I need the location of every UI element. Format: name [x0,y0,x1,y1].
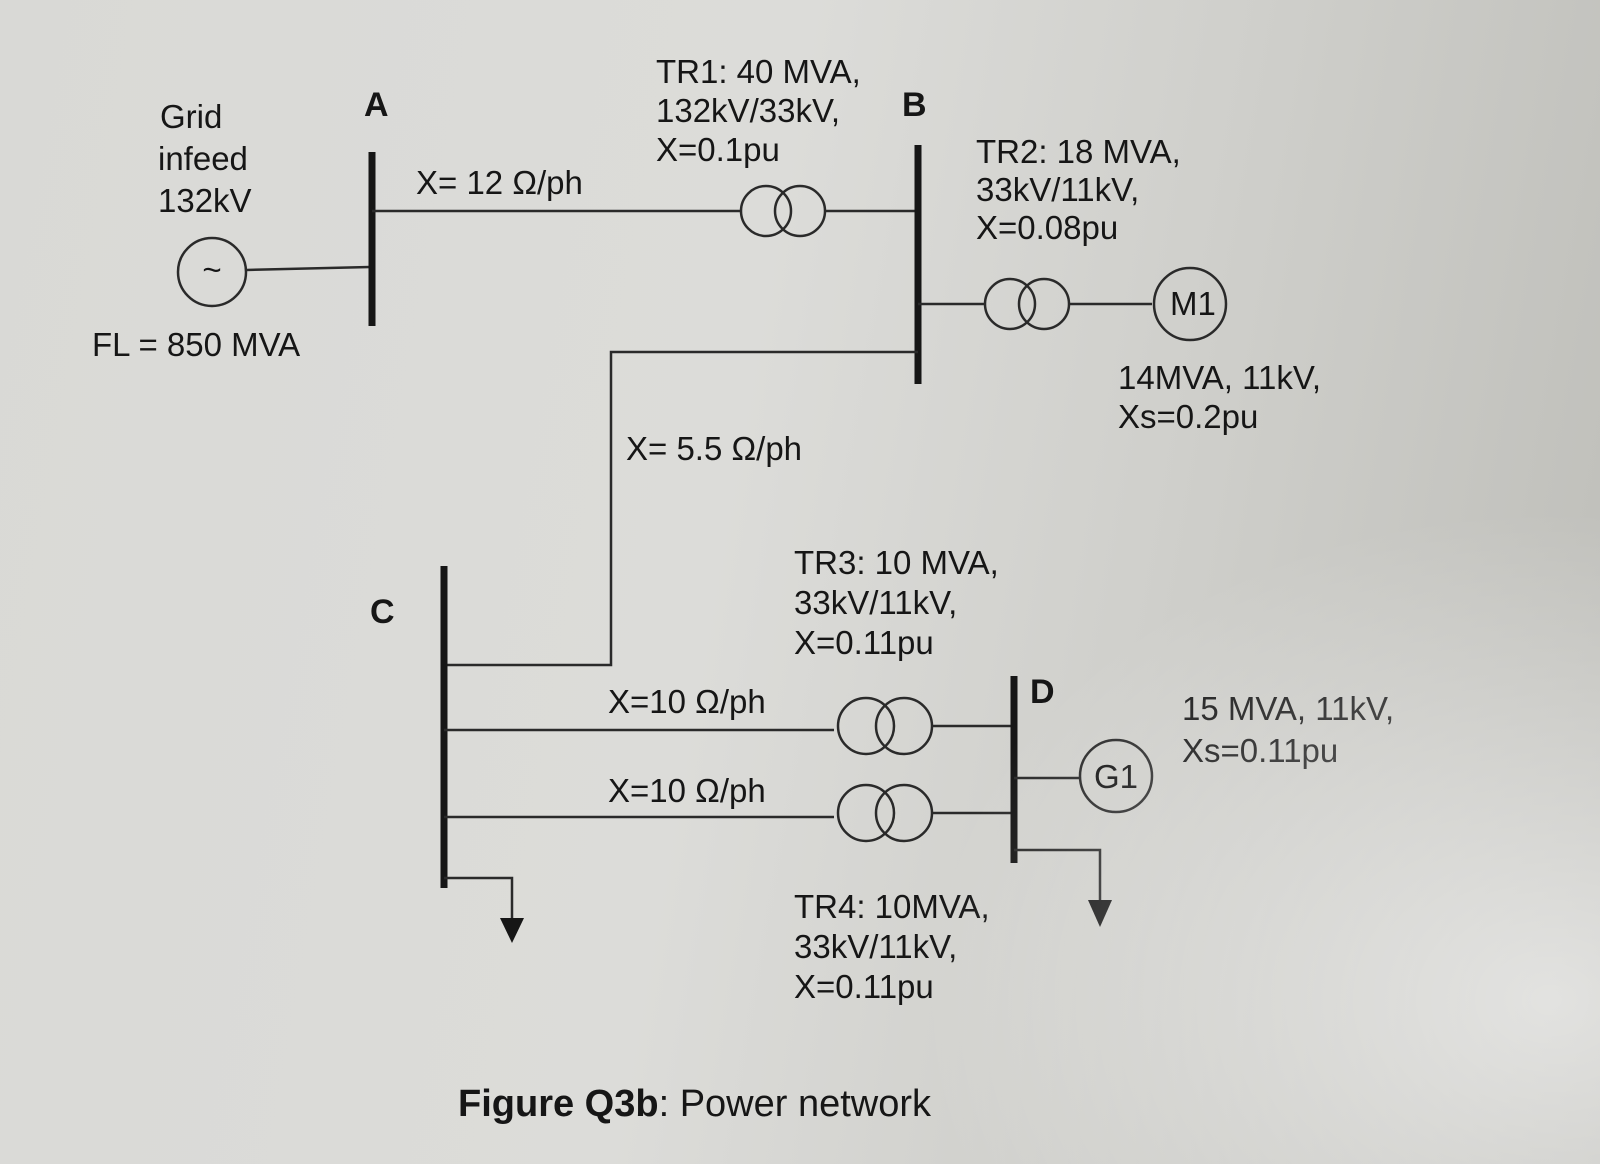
grid-label-line-2: infeed [158,140,248,177]
load-c-arrow-icon [500,918,524,943]
generator-symbol: G1 [1094,758,1138,795]
motor-rating-line-1: 14MVA, 11kV, [1118,359,1321,396]
tr1-rating-line-2: 132kV/33kV, [656,92,840,129]
bus-a-label: A [364,86,389,124]
transformer-tr1-icon [739,184,827,238]
line-ab-reactance: X= 12 Ω/ph [416,164,583,201]
generator-rating-line-2: Xs=0.11pu [1182,732,1338,769]
figure-caption-text: : Power network [659,1083,932,1125]
tr4-rating-line-3: X=0.11pu [794,968,934,1005]
grid-connection [245,265,371,272]
figure-caption: Figure Q3b: Power network [458,1083,932,1125]
tr3-rating-line-1: TR3: 10 MVA, [794,544,999,581]
grid-label-line-3: 132kV [158,182,252,219]
tr3-rating-line-2: 33kV/11kV, [794,584,957,621]
tr4-rating-line-1: TR4: 10MVA, [794,888,990,925]
tr2-rating-line-1: TR2: 18 MVA, [976,133,1181,170]
transformer-tr3-icon [836,696,934,756]
tr1-rating-line-3: X=0.1pu [656,131,780,168]
tr2-rating-line-2: 33kV/11kV, [976,171,1139,208]
tr4-rating-line-2: 33kV/11kV, [794,928,957,965]
tr2-rating-line-3: X=0.08pu [976,209,1118,246]
bus-c-label: C [370,593,395,631]
fault-level-label: FL = 850 MVA [92,326,300,363]
figure-caption-label: Figure Q3b [458,1083,659,1125]
line-cd1-reactance: X=10 Ω/ph [608,683,766,720]
transformer-tr4-icon [836,783,934,843]
tr1-rating-line-1: TR1: 40 MVA, [656,53,861,90]
load-d-arrow-icon [1088,900,1112,927]
grid-source: ~ [176,236,371,308]
transformer-tr2-icon [983,277,1071,331]
motor-rating-line-2: Xs=0.2pu [1118,398,1258,435]
line-cd2-reactance: X=10 Ω/ph [608,772,766,809]
tr3-rating-line-3: X=0.11pu [794,624,934,661]
bus-d-label: D [1030,673,1055,711]
load-c-line [444,876,514,918]
line-bc-reactance: X= 5.5 Ω/ph [626,430,802,467]
grid-label-line-1: Grid [160,98,222,135]
load-d-line [1014,848,1102,900]
source-symbol: ~ [202,251,221,288]
generator-rating-line-1: 15 MVA, 11kV, [1182,690,1394,727]
bus-b-label: B [902,86,927,124]
motor-symbol: M1 [1170,285,1216,322]
